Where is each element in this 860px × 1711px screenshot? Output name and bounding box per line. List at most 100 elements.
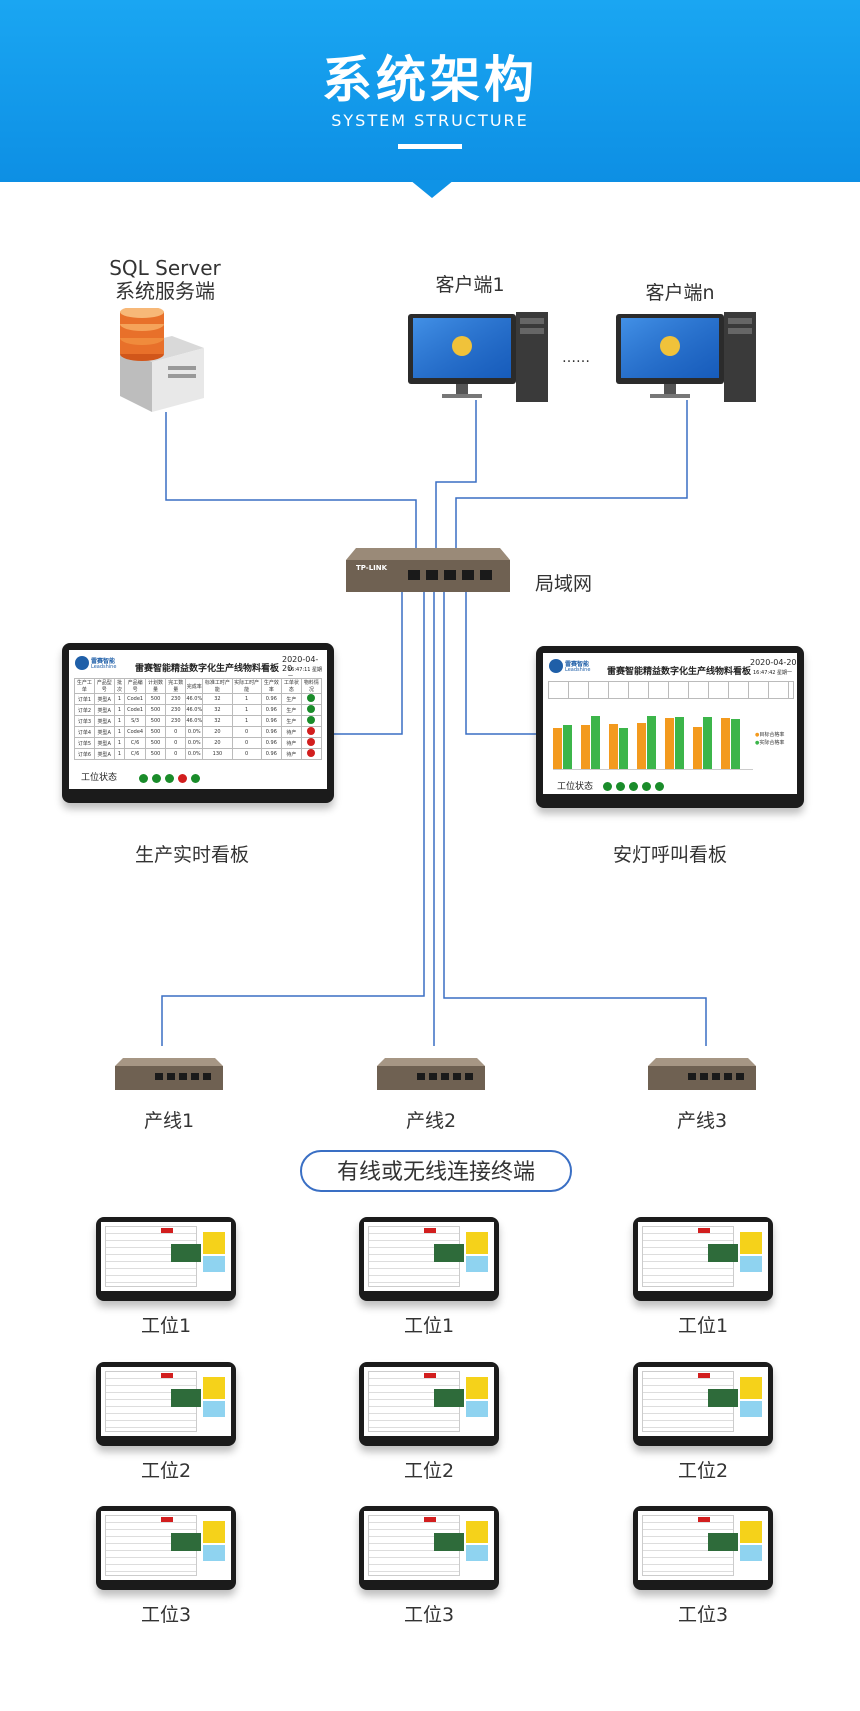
- status-dot: [603, 782, 612, 791]
- table-cell: 0.0%: [185, 748, 204, 760]
- table-cell: 1: [231, 704, 262, 716]
- table-cell: 0.96: [260, 693, 282, 705]
- line-switch-icon: [115, 1058, 223, 1090]
- material-status-indicator: [307, 727, 316, 735]
- table-cell: C/6: [124, 748, 146, 760]
- company-logo-icon: [75, 656, 89, 670]
- status-dot: [139, 774, 148, 783]
- station-label: 工位2: [403, 1460, 455, 1482]
- chart-bar: [675, 717, 684, 769]
- table-cell: 0: [231, 737, 262, 749]
- table-cell: 0: [231, 726, 262, 738]
- chart-bar: [581, 725, 590, 769]
- table-cell: 46.0%: [185, 693, 204, 705]
- chart-bar: [693, 727, 702, 769]
- station-status-dots: [603, 776, 668, 794]
- header-notch: [410, 180, 454, 198]
- table-cell: [300, 693, 323, 705]
- wire-client1: [435, 400, 477, 548]
- production-board-label: 生产实时看板: [134, 844, 249, 866]
- legend-target: ●目标合格率: [755, 732, 785, 738]
- wire-board-right: [465, 592, 536, 735]
- table-cell: 订单1: [74, 693, 95, 705]
- table-cell: [300, 737, 323, 749]
- wire-board-left: [334, 592, 403, 735]
- table-cell: Code1: [124, 693, 146, 705]
- board-date: 2020-04-20: [282, 655, 319, 673]
- material-status-indicator: [307, 716, 316, 724]
- table-header-cell: 生产效率: [260, 678, 282, 694]
- client1-label: 客户端1: [435, 274, 505, 296]
- table-cell: 500: [144, 715, 167, 727]
- chart-bar: [703, 717, 712, 769]
- table-cell: Code4: [124, 726, 146, 738]
- company-name-en: Leadshine: [91, 664, 117, 670]
- chart-bar: [637, 723, 646, 769]
- line-switch-icon: [377, 1058, 485, 1090]
- company-name: 雷赛智能: [91, 658, 116, 665]
- table-cell: 230: [165, 693, 187, 705]
- table-cell: S/3: [124, 715, 146, 727]
- board-date: 2020-04-20: [750, 658, 797, 667]
- chart-bar: [619, 728, 628, 769]
- company-name-en: Leadshine: [565, 667, 591, 673]
- table-cell: 0.0%: [185, 726, 204, 738]
- table-cell: 46.0%: [185, 704, 204, 716]
- server-label-line1: SQL Server: [109, 256, 221, 280]
- table-cell: 0.96: [260, 737, 282, 749]
- table-cell: 0.96: [260, 748, 282, 760]
- station-terminal-screen: [633, 1362, 773, 1446]
- title-underline: [398, 144, 462, 149]
- table-cell: 0.96: [260, 715, 282, 727]
- table-header-cell: 完成率: [185, 678, 204, 694]
- table-header-cell: 标准工时产能: [202, 678, 233, 694]
- table-cell: Code1: [124, 704, 146, 716]
- clientn-computer-icon: [616, 312, 756, 402]
- station-terminal-screen: [96, 1362, 236, 1446]
- station-label: 工位1: [677, 1315, 729, 1337]
- table-cell: 20: [202, 726, 233, 738]
- chart-bar: [591, 716, 600, 769]
- terminal-connection-pill: 有线或无线连接终端: [300, 1150, 572, 1192]
- table-cell: 待产: [280, 726, 302, 738]
- table-cell: 230: [165, 704, 187, 716]
- table-cell: 生产: [280, 715, 302, 727]
- table-cell: 生产: [280, 704, 302, 716]
- summary-table: [548, 681, 794, 699]
- material-status-indicator: [307, 705, 316, 713]
- table-cell: 0: [231, 748, 262, 760]
- table-cell: 类型A: [93, 748, 115, 760]
- station-label: 工位3: [140, 1604, 192, 1626]
- clientn-label: 客户端n: [645, 282, 715, 304]
- main-switch-icon: [346, 548, 510, 592]
- page-subtitle: SYSTEM STRUCTURE: [331, 111, 529, 130]
- table-cell: C/6: [124, 737, 146, 749]
- table-header-cell: 实际工时产能: [231, 678, 262, 694]
- table-cell: 订单6: [74, 748, 95, 760]
- station-label: 工位2: [140, 1460, 192, 1482]
- table-cell: 0: [165, 748, 187, 760]
- material-status-indicator: [307, 738, 316, 746]
- table-cell: 20: [202, 737, 233, 749]
- table-cell: 1: [113, 726, 126, 738]
- table-cell: 500: [144, 693, 167, 705]
- table-cell: [300, 748, 323, 760]
- table-cell: 类型A: [93, 693, 115, 705]
- table-cell: 1: [113, 748, 126, 760]
- station-terminal-screen: [359, 1362, 499, 1446]
- station-label: 工位3: [403, 1604, 455, 1626]
- table-cell: 类型A: [93, 715, 115, 727]
- main-switch-brand: TP-LINK: [356, 564, 388, 572]
- table-cell: 1: [113, 715, 126, 727]
- table-header-cell: 生产工单: [74, 678, 95, 694]
- table-cell: 500: [144, 748, 167, 760]
- status-dot: [178, 774, 187, 783]
- table-cell: 1: [113, 737, 126, 749]
- table-cell: [300, 726, 323, 738]
- table-header-cell: 计划数量: [144, 678, 167, 694]
- table-cell: 1: [113, 693, 126, 705]
- table-cell: 0.96: [260, 704, 282, 716]
